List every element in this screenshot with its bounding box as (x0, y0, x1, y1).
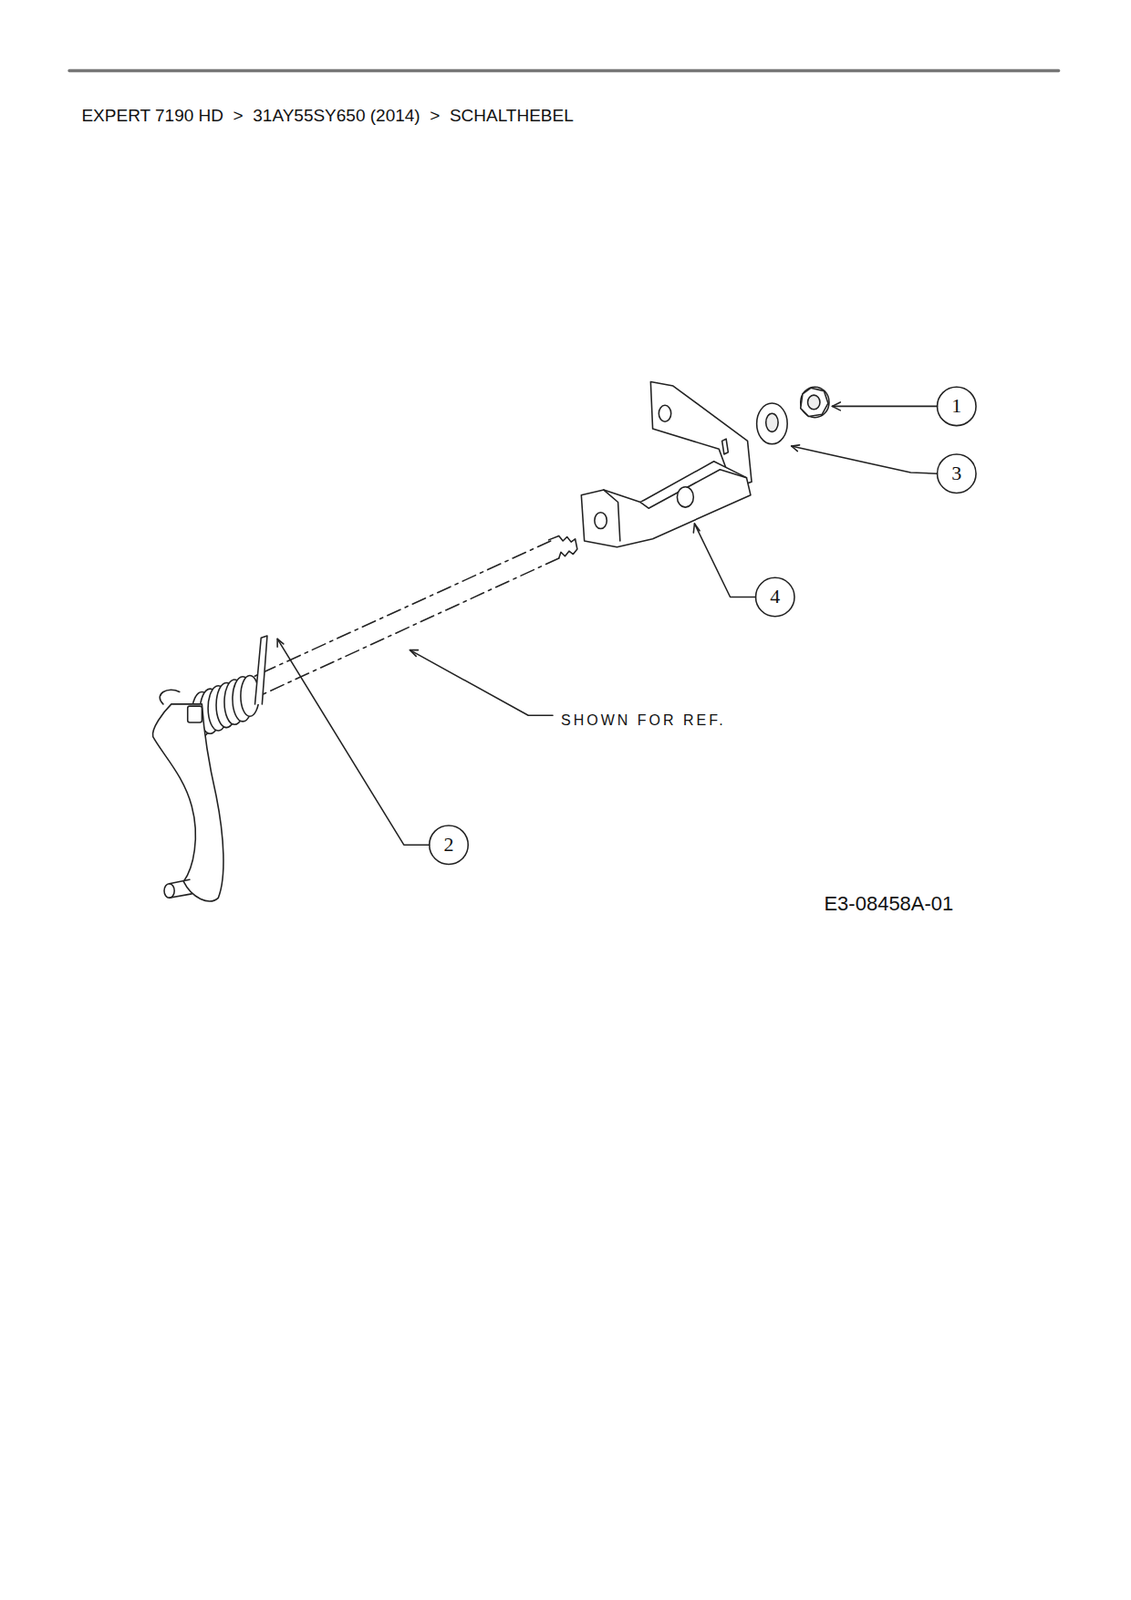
bracket (581, 382, 752, 548)
callout-circle (429, 386, 976, 864)
callout-number: 4 (769, 585, 780, 608)
washer (757, 403, 789, 445)
shift-lever (152, 689, 224, 902)
nut (800, 386, 830, 418)
callout-number: 1 (951, 394, 962, 417)
page-title: EXPERT 7190 HD > 31AY55SY650 (2014) > SC… (81, 106, 573, 126)
header-rule (69, 69, 1059, 73)
callout-number: 2 (443, 833, 454, 856)
callout-number: 3 (951, 462, 962, 485)
reference-note: SHOWN FOR REF. (560, 712, 727, 729)
shaft (208, 535, 578, 715)
drawing-number: E3-08458A-01 (823, 892, 954, 915)
leader-line (277, 402, 937, 845)
